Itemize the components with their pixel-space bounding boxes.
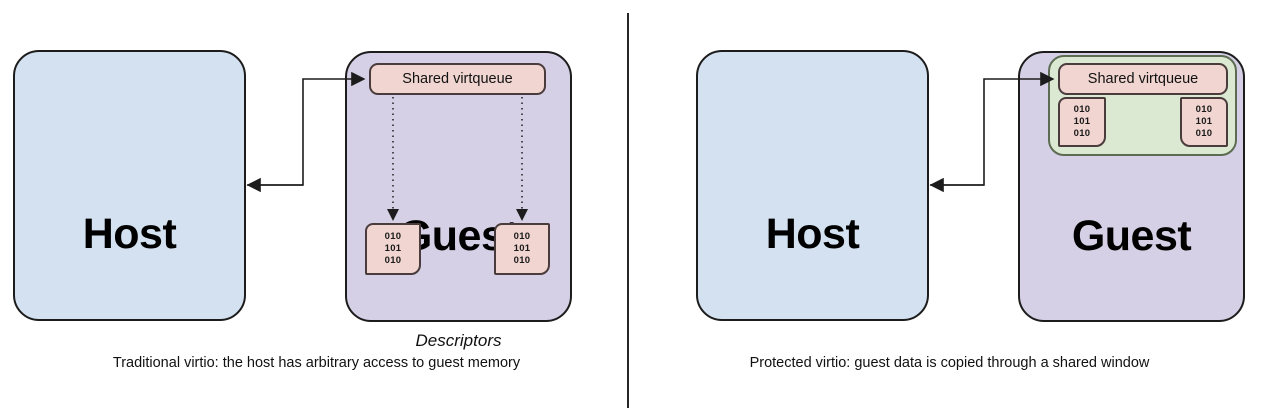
host-label: Host — [765, 210, 860, 258]
shared-virtqueue-label: Shared virtqueue — [402, 71, 513, 87]
descriptor-line: 010 — [384, 230, 402, 242]
descriptor-line: 010 — [513, 230, 531, 242]
descriptor-line: 101 — [513, 242, 531, 254]
descriptor-line: 101 — [1195, 115, 1213, 127]
shared-virtqueue-box-traditional[interactable]: Shared virtqueue — [369, 63, 546, 95]
descriptor-note[interactable]: 010 101 010 — [365, 223, 421, 275]
descriptor-line: 101 — [384, 242, 402, 254]
descriptor-note[interactable]: 010 101 010 — [1180, 97, 1228, 147]
descriptor-line: 010 — [384, 255, 402, 267]
host-box-protected[interactable]: Host — [696, 50, 929, 321]
panel-traditional-virtio: Host Guest Descriptors Shared virtqueue … — [13, 50, 572, 371]
descriptor-note[interactable]: 010 101 010 — [1058, 97, 1106, 147]
panel-caption-protected: Protected virtio: guest data is copied t… — [749, 355, 1150, 371]
shared-virtqueue-box-protected[interactable]: Shared virtqueue — [1058, 63, 1228, 95]
panel-protected-virtio: Host Guest Shared virtqueue 010 101 010 … — [633, 0, 1266, 408]
descriptor-line: 010 — [1073, 128, 1091, 140]
host-label: Host — [82, 210, 177, 258]
descriptor-line: 010 — [1195, 128, 1213, 140]
descriptors-caption: Descriptors — [415, 331, 502, 350]
descriptor-line: 010 — [1073, 103, 1091, 115]
host-to-virtqueue-arrow — [247, 71, 366, 186]
connector-layer-traditional — [246, 71, 528, 221]
host-to-virtqueue-arrow — [930, 71, 1055, 186]
guest-label: Guest — [1071, 212, 1192, 260]
connector-layer-protected — [929, 71, 1055, 193]
panel-divider — [627, 13, 629, 408]
descriptor-note[interactable]: 010 101 010 — [494, 223, 550, 275]
panel-caption-traditional: Traditional virtio: the host has arbitra… — [112, 355, 521, 371]
host-box-traditional[interactable]: Host — [13, 50, 246, 321]
descriptor-line: 010 — [1195, 103, 1213, 115]
descriptor-line: 010 — [513, 255, 531, 267]
shared-virtqueue-label: Shared virtqueue — [1087, 71, 1199, 87]
descriptor-line: 101 — [1073, 115, 1091, 127]
